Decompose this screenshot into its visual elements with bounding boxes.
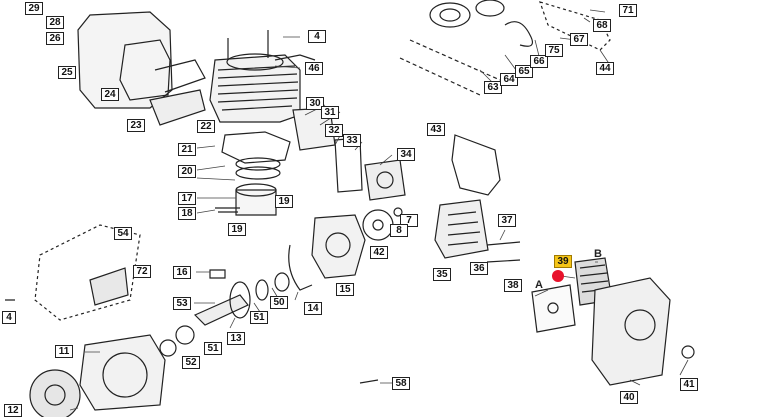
callout-26[interactable]: 26	[46, 32, 64, 45]
callout-51-upper[interactable]: 51	[250, 311, 268, 324]
callout-54[interactable]: 54	[114, 227, 132, 240]
crankcase-part	[288, 214, 366, 291]
callout-30[interactable]: 30	[306, 97, 324, 110]
callout-12[interactable]: 12	[4, 404, 22, 417]
callout-31[interactable]: 31	[321, 106, 339, 119]
callout-13[interactable]: 13	[227, 332, 245, 345]
callout-29[interactable]: 29	[25, 2, 43, 15]
gaskets-piston-part	[215, 131, 291, 216]
callout-11[interactable]: 11	[55, 345, 73, 358]
callout-68[interactable]: 68	[593, 19, 611, 32]
callout-4-left[interactable]: 4	[2, 311, 16, 324]
callout-4-top[interactable]: 4	[308, 30, 326, 43]
variant-label-a: A	[535, 279, 543, 291]
callout-22[interactable]: 22	[197, 120, 215, 133]
callout-46[interactable]: 46	[305, 62, 323, 75]
flywheel-part	[362, 207, 403, 241]
callout-25[interactable]: 25	[58, 66, 76, 79]
callout-8[interactable]: 8	[390, 224, 408, 237]
callout-36[interactable]: 36	[470, 262, 488, 275]
callout-37[interactable]: 37	[498, 214, 516, 227]
callout-66[interactable]: 66	[530, 55, 548, 68]
bolts-part	[5, 30, 521, 384]
callout-44[interactable]: 44	[596, 62, 614, 75]
callout-21[interactable]: 21	[178, 143, 196, 156]
starter-housing-part	[34, 224, 141, 321]
callout-38[interactable]: 38	[504, 279, 522, 292]
callout-18[interactable]: 18	[178, 207, 196, 220]
callout-14[interactable]: 14	[304, 302, 322, 315]
crankshaft-part	[193, 269, 290, 326]
air-filter-base-part	[434, 134, 501, 259]
callout-52[interactable]: 52	[182, 356, 200, 369]
callout-41[interactable]: 41	[680, 378, 698, 391]
callout-75[interactable]: 75	[545, 44, 563, 57]
callout-28[interactable]: 28	[46, 16, 64, 29]
callout-67[interactable]: 67	[570, 33, 588, 46]
variant-label-b: B	[594, 248, 602, 260]
callout-39[interactable]: 39	[554, 255, 572, 268]
callout-16[interactable]: 16	[173, 266, 191, 279]
callout-19-left[interactable]: 19	[228, 223, 246, 236]
leader-lines	[69, 9, 689, 411]
callout-43[interactable]: 43	[427, 123, 445, 136]
cylinder-part	[209, 53, 316, 123]
callout-15[interactable]: 15	[336, 283, 354, 296]
air-filter-part	[531, 257, 695, 386]
callout-17[interactable]: 17	[178, 192, 196, 205]
callout-19-right[interactable]: 19	[275, 195, 293, 208]
callout-32[interactable]: 32	[325, 124, 343, 137]
callout-24[interactable]: 24	[101, 88, 119, 101]
callout-20[interactable]: 20	[178, 165, 196, 178]
callout-71[interactable]: 71	[619, 4, 637, 17]
callout-72[interactable]: 72	[133, 265, 151, 278]
callout-50[interactable]: 50	[270, 296, 288, 309]
selected-part-marker	[552, 270, 564, 282]
starter-spring-part	[399, 0, 611, 96]
callout-35[interactable]: 35	[433, 268, 451, 281]
callout-53[interactable]: 53	[173, 297, 191, 310]
callout-34[interactable]: 34	[397, 148, 415, 161]
callout-64[interactable]: 64	[500, 73, 518, 86]
callout-58[interactable]: 58	[392, 377, 410, 390]
callout-23[interactable]: 23	[127, 119, 145, 132]
callout-42[interactable]: 42	[370, 246, 388, 259]
callout-65[interactable]: 65	[515, 65, 533, 78]
callout-63[interactable]: 63	[484, 81, 502, 94]
callout-7[interactable]: 7	[400, 214, 418, 227]
callout-40[interactable]: 40	[620, 391, 638, 404]
callout-51-lower[interactable]: 51	[204, 342, 222, 355]
muffler-cover-part	[77, 11, 206, 126]
engine-block-part	[29, 325, 195, 417]
carburetor-part	[292, 107, 406, 201]
callout-33[interactable]: 33	[343, 134, 361, 147]
